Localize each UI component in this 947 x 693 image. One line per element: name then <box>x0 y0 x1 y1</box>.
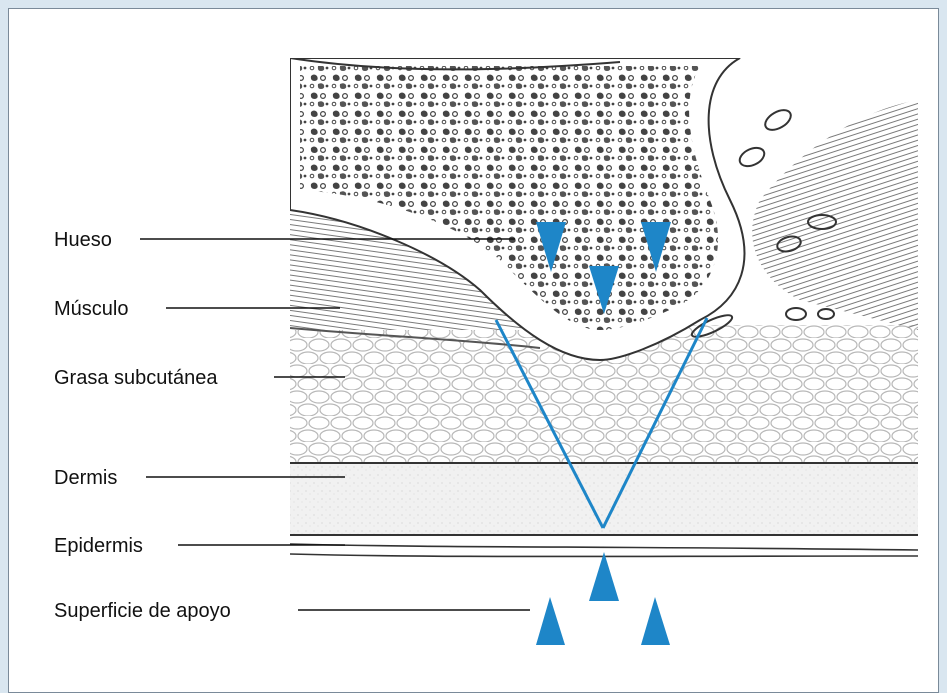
label-epidermis: Epidermis <box>54 535 143 557</box>
arrowhead-up-icon <box>641 597 670 645</box>
label-superficie-de-apoyo: Superficie de apoyo <box>54 600 231 622</box>
arrowhead-up-icon <box>589 552 619 601</box>
surface-force-arrows <box>536 552 670 645</box>
label-dermis: Dermis <box>54 467 117 489</box>
label-musculo: Músculo <box>54 298 128 320</box>
epidermis-layer <box>290 544 918 550</box>
label-hueso: Hueso <box>54 229 112 251</box>
arrowhead-up-icon <box>536 597 565 645</box>
muscle-right <box>752 100 918 330</box>
label-grasa-subcutanea: Grasa subcutánea <box>54 367 218 389</box>
